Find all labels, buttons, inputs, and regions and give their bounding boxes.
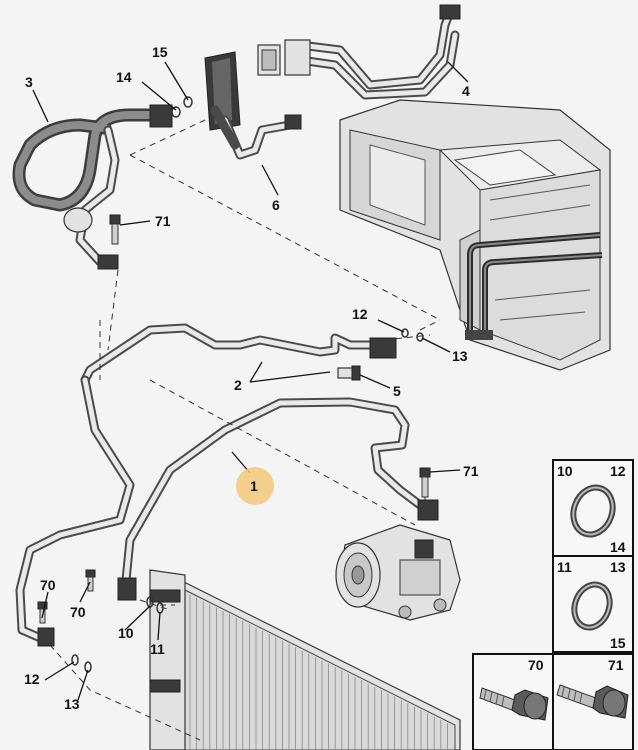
legend3-label-right: 71 bbox=[608, 657, 624, 673]
legend1-label-top-right: 12 bbox=[610, 463, 626, 479]
callout-10: 10 bbox=[118, 625, 134, 641]
callout-70-left: 70 bbox=[40, 577, 56, 593]
bolt-71-upper bbox=[109, 214, 121, 245]
hose-3 bbox=[12, 104, 173, 270]
legend-box-seals-10-12-14: 10 12 14 bbox=[552, 459, 634, 557]
highlight-marker bbox=[236, 467, 274, 505]
bolt-70-lower bbox=[85, 569, 96, 592]
callout-71-upper: 71 bbox=[155, 213, 171, 229]
callout-3: 3 bbox=[25, 74, 33, 90]
pipe-4 bbox=[295, 4, 461, 100]
callout-1: 1 bbox=[250, 478, 258, 494]
callout-70-lower: 70 bbox=[70, 604, 86, 620]
pipe-6 bbox=[210, 105, 302, 160]
callout-5: 5 bbox=[393, 383, 401, 399]
callout-4: 4 bbox=[462, 83, 470, 99]
legend3-label-left: 70 bbox=[528, 657, 544, 673]
callout-71-lower: 71 bbox=[463, 463, 479, 479]
hvac-heater-unit bbox=[339, 99, 611, 371]
callout-11: 11 bbox=[150, 641, 165, 657]
bolt-icon bbox=[556, 684, 629, 719]
ac-compressor bbox=[335, 524, 461, 621]
legend-box-seals-11-13-15: 11 13 15 bbox=[552, 555, 634, 653]
legend1-label-top-left: 10 bbox=[557, 463, 573, 479]
legend2-label-top-left: 11 bbox=[557, 559, 572, 575]
callout-labels: 15 14 3 4 6 71 12 13 2 5 1 71 70 70 10 1… bbox=[24, 44, 479, 712]
condenser bbox=[149, 569, 461, 750]
callout-15: 15 bbox=[152, 44, 168, 60]
callout-12-upper: 12 bbox=[352, 306, 368, 322]
o-rings-small bbox=[71, 96, 424, 673]
callout-leaders bbox=[32, 61, 469, 701]
callout-6: 6 bbox=[272, 197, 280, 213]
callout-12-lower: 12 bbox=[24, 671, 40, 687]
legend2-label-top-right: 13 bbox=[610, 559, 626, 575]
legend2-label-bottom-right: 15 bbox=[610, 635, 626, 651]
legend1-label-bottom-right: 14 bbox=[610, 539, 626, 555]
callout-14: 14 bbox=[116, 69, 132, 85]
legend-box-bolts-70-71: 70 71 bbox=[472, 653, 634, 750]
bolt-70-left bbox=[37, 601, 48, 624]
pipe-1 bbox=[117, 397, 439, 601]
callout-13-upper: 13 bbox=[452, 348, 468, 364]
callout-13-lower: 13 bbox=[64, 696, 80, 712]
callout-2: 2 bbox=[234, 377, 242, 393]
bolt-71-lower bbox=[419, 467, 431, 498]
bolt-icon bbox=[479, 687, 549, 721]
pipe-2 bbox=[15, 323, 397, 647]
